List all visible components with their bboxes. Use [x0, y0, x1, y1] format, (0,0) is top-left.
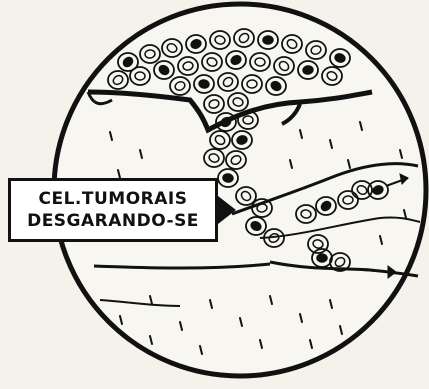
- label-line-2: DESGARANDO-SE: [27, 210, 199, 232]
- label-box: CEL.TUMORAIS DESGARANDO-SE: [8, 178, 218, 242]
- label-line-1: CEL.TUMORAIS: [39, 188, 188, 210]
